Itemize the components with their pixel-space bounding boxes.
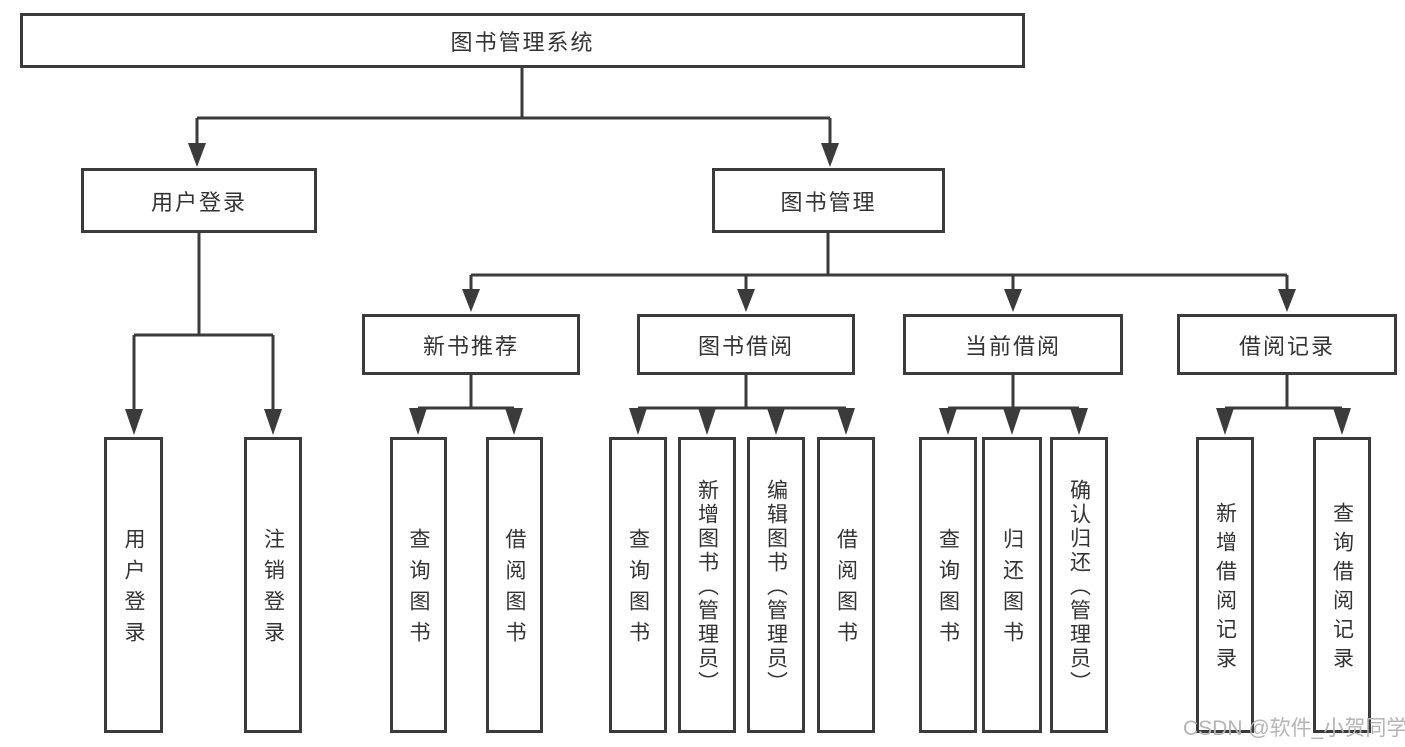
- leaf-borrow-books-recommend: 借阅图书: [486, 437, 543, 733]
- node-current-borrowing: 当前借阅: [903, 314, 1123, 375]
- leaf-return-books: 归还图书: [982, 437, 1042, 733]
- leaf-add-book-admin: 新增图书（管理员）: [678, 437, 736, 733]
- node-label: 用户登录: [150, 189, 247, 215]
- leaf-borrow-books: 借阅图书: [817, 437, 875, 733]
- leaf-confirm-return-admin: 确认归还（管理员）: [1050, 437, 1108, 733]
- node-new-book-recommendation: 新书推荐: [362, 314, 580, 375]
- node-label: 图书借阅: [697, 333, 794, 359]
- leaf-user-login: 用户登录: [104, 437, 163, 733]
- node-label: 图书管理: [780, 189, 877, 215]
- leaf-query-books-current: 查询图书: [919, 437, 977, 733]
- leaf-query-books-borrowing: 查询图书: [609, 437, 667, 733]
- leaf-query-borrow-record: 查询借阅记录: [1313, 437, 1371, 733]
- leaf-edit-book-admin: 编辑图书（管理员）: [747, 437, 805, 733]
- node-library-management-system: 图书管理系统: [20, 13, 1025, 68]
- node-book-borrowing: 图书借阅: [637, 314, 855, 375]
- leaf-add-borrow-record: 新增借阅记录: [1196, 437, 1254, 733]
- csdn-watermark: CSDN @软件_小贺同学: [1183, 717, 1405, 740]
- node-book-management: 图书管理: [712, 168, 945, 233]
- node-label: 新书推荐: [422, 333, 519, 359]
- node-label: 借阅记录: [1238, 333, 1335, 359]
- node-label: 图书管理系统: [450, 29, 595, 55]
- leaf-query-books-recommend: 查询图书: [390, 437, 447, 733]
- node-borrowing-records: 借阅记录: [1177, 314, 1397, 375]
- leaf-logout: 注销登录: [244, 437, 302, 733]
- node-user-login: 用户登录: [81, 168, 317, 233]
- node-label: 当前借阅: [964, 333, 1061, 359]
